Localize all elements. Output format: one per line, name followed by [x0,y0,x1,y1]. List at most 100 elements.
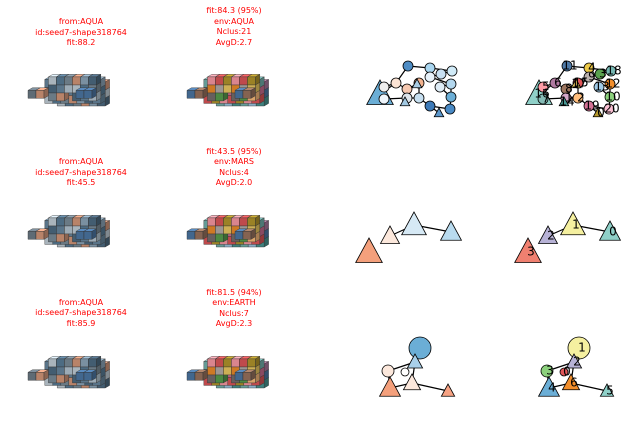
nodes [378,336,456,397]
voxel-front [64,358,73,368]
voxel-front [247,76,256,86]
node-circle [593,81,605,93]
voxel-front [239,76,248,86]
node-triangle [558,96,570,107]
voxel-front [64,217,73,227]
voxel-front [215,217,224,227]
voxel-front [56,225,65,235]
node-label: 0 [609,225,617,239]
node-triangle [440,383,456,397]
source-caption: from:AQUA id:seed7-shape318764 fit:45.5 [35,157,127,187]
voxel [242,369,257,381]
voxel-front [80,358,89,368]
caption-line: id:seed7-shape318764 [35,308,127,317]
node-triangle [402,373,422,391]
voxel-front [83,231,93,240]
voxel-side [43,87,49,99]
node-label: 4 [548,381,556,395]
voxel-front [242,231,252,240]
source-caption: from:AQUA id:seed7-shape318764 fit:88.2 [35,17,127,47]
caption-line: fit:85.9 [67,319,96,328]
voxel-front [48,217,57,227]
voxel [83,87,98,99]
voxel-front [207,92,216,102]
node-label: 12 [605,77,620,91]
node-circle [378,93,390,105]
caption-line: fit:81.5 (94%) [206,288,261,297]
node-label: 17 [571,77,586,91]
voxel-front [234,372,244,381]
caption-line: Nclus:4 [219,168,249,177]
voxel-side [91,228,97,240]
voxel-front [207,233,216,243]
node-label: 5 [606,384,614,398]
caption-line: Nclus:21 [217,27,252,36]
voxel-front [35,90,45,99]
node-label: 1 [565,91,573,105]
voxel-front [207,217,216,227]
voxel-side [255,214,260,227]
voxel-front [215,84,224,94]
voxel-front [207,366,216,376]
voxel-front [80,217,89,227]
node-label: 7 [542,92,550,106]
voxel-front [27,90,37,99]
node-triangle [378,376,402,397]
voxel-front [186,90,196,99]
voxel-front [215,76,224,86]
source-caption: from:AQUA id:seed7-shape318764 fit:85.9 [35,298,127,328]
voxel-front [207,225,216,235]
voxel-front [80,76,89,86]
voxel [242,87,257,99]
node-label: 19 [584,99,599,113]
voxel-front [48,366,57,376]
row-1: from:AQUA id:seed7-shape318764 fit:88.2 … [27,6,622,120]
node-circle [572,92,584,104]
node-label: 18 [606,64,621,78]
voxel-front [223,366,232,376]
voxel-side [91,87,97,99]
voxel [87,355,102,368]
node-triangle [561,373,581,391]
voxel-front [56,366,65,376]
node-circle [561,60,573,72]
voxel-front [231,217,240,227]
node-circle [540,364,554,378]
voxel-front [48,76,57,86]
voxel [194,87,209,99]
voxel-front [75,231,85,240]
voxel-front [223,225,232,235]
voxel-front [56,358,65,368]
nodes [514,211,622,263]
voxel-front [64,76,73,86]
node-circle [434,81,446,93]
node-label: 3 [546,364,554,378]
voxel-front [231,358,240,368]
node-triangle [559,211,587,236]
voxel-side [96,214,102,227]
node-label: 8 [565,82,573,96]
node-circle [559,367,569,377]
voxel [35,87,50,99]
node-circle [435,68,447,80]
node-circle [390,77,402,89]
voxel-side [202,228,208,240]
node-label: 3 [527,245,535,259]
voxel-front [223,76,232,86]
node-triangle [537,376,561,397]
voxel-side [255,355,260,368]
voxel [83,228,98,240]
caption-line: AvgD:2.7 [216,38,252,47]
voxel-front [75,90,85,99]
voxel-front [215,233,224,243]
node-triangle [400,211,428,236]
node-circle [537,81,549,93]
caption-line: env:AQUA [214,17,254,26]
voxel-front [48,374,57,384]
node-label: 2 [547,229,555,243]
voxel-front [48,233,57,243]
voxel-front [186,372,196,381]
source-voxel-shape [27,73,111,107]
